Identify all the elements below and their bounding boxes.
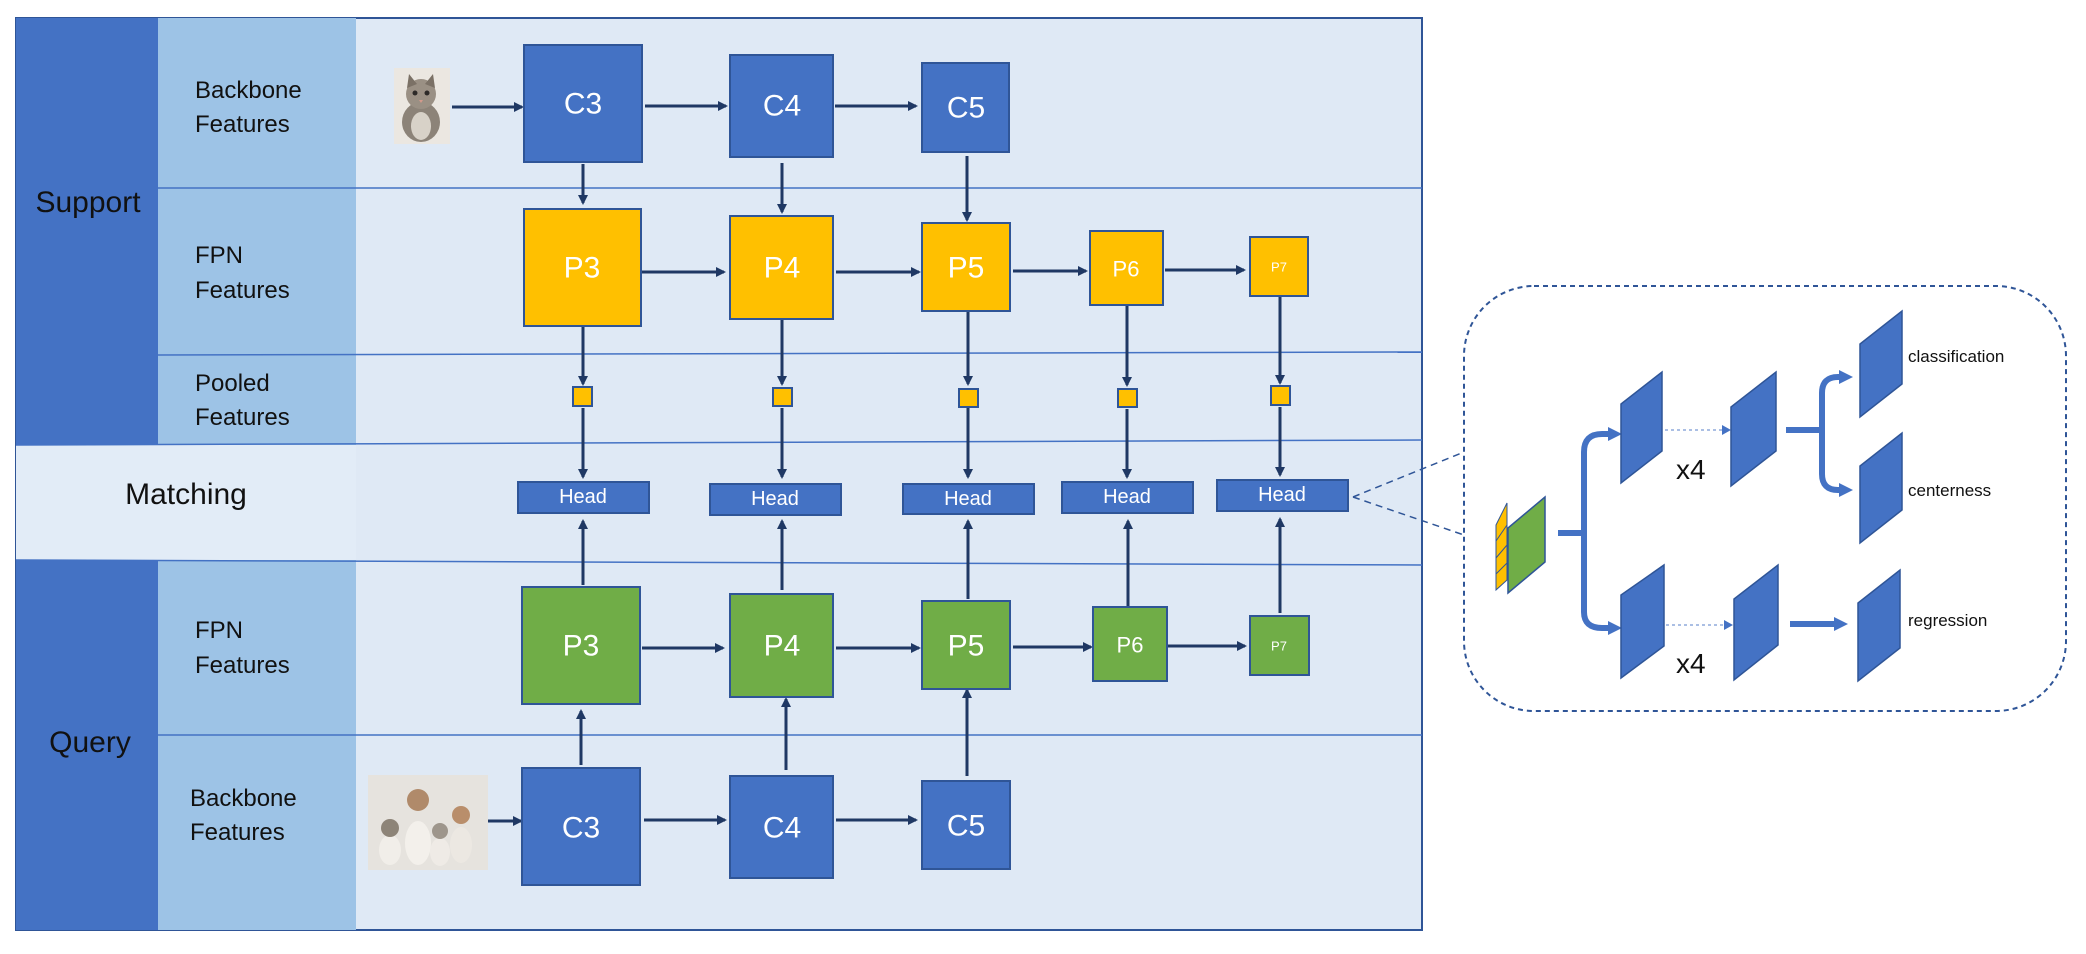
query-p6-box	[1092, 606, 1168, 682]
query-p5-label: P5	[948, 630, 985, 663]
query-p5-box	[921, 600, 1011, 690]
head-label-p7: Head	[1258, 484, 1306, 506]
query-p7-box	[1249, 615, 1310, 676]
output-regression-label: regression	[1908, 611, 1987, 630]
query-fpn-boxes: P3 P4 P5 P6 P7	[521, 586, 1310, 705]
support-c3-label: C3	[564, 88, 602, 121]
head-zoom-callout	[1352, 451, 1465, 536]
support-c5-label: C5	[947, 92, 985, 125]
pooled-label-1: Pooled	[195, 370, 270, 397]
support-c4-label: C4	[763, 90, 801, 123]
head-box-p6	[1061, 481, 1194, 514]
head-box-p5	[902, 483, 1035, 515]
query-p3-label: P3	[563, 630, 600, 663]
support-fpn-label-1: FPN	[195, 242, 243, 269]
support-p4-label: P4	[764, 252, 801, 285]
support-row-label-column	[158, 18, 356, 445]
support-p5-label: P5	[948, 252, 985, 285]
support-cat-image	[394, 68, 450, 144]
support-p4-box	[729, 215, 834, 320]
pooled-box	[958, 388, 979, 408]
support-section-label: Support	[35, 186, 141, 219]
support-p5-box	[921, 222, 1011, 312]
head-boxes: Head Head Head Head Head	[517, 479, 1349, 516]
head-box-p4	[709, 483, 842, 516]
support-p7-box	[1249, 236, 1309, 297]
query-backbone-label-1: Backbone	[190, 785, 297, 812]
support-p7-label: P7	[1271, 260, 1287, 275]
query-c4-label: C4	[763, 812, 801, 845]
support-p6-box	[1089, 230, 1164, 306]
query-fpn-label-2: Features	[195, 652, 290, 679]
query-c3-label: C3	[562, 812, 600, 845]
query-p4-box	[729, 593, 834, 698]
head-box-p7	[1216, 479, 1349, 512]
head-label-p4: Head	[751, 488, 799, 510]
pooled-box	[1270, 385, 1291, 406]
output-classification-label: classification	[1908, 347, 2004, 366]
query-row-label-column	[158, 560, 356, 930]
pooled-box	[772, 387, 793, 407]
query-p7-label: P7	[1271, 639, 1287, 654]
support-c4-box	[729, 54, 834, 158]
head-label-p6: Head	[1103, 486, 1151, 508]
support-c3-box	[523, 44, 643, 163]
query-c3-box	[521, 767, 641, 886]
pooled-feature-boxes	[572, 385, 1291, 408]
support-backbone-label-2: Features	[195, 111, 290, 138]
matching-section-label: Matching	[125, 478, 247, 511]
matching-row-band	[16, 445, 356, 560]
query-backbone-label-2: Features	[190, 819, 285, 846]
head-detail-internals	[1495, 309, 1903, 683]
row-separators	[15, 187, 1423, 736]
support-c5-box	[921, 62, 1010, 153]
support-p3-box	[523, 208, 642, 327]
head-label-p3: Head	[559, 486, 607, 508]
repeat-top-label: x4	[1676, 454, 1706, 485]
support-p6-label: P6	[1113, 257, 1140, 282]
connections	[452, 101, 1285, 826]
support-fpn-boxes: P3 P4 P5 P6 P7	[523, 208, 1309, 327]
query-fpn-label-1: FPN	[195, 617, 243, 644]
head-box-p3	[517, 481, 650, 514]
query-cats-image	[368, 775, 488, 870]
support-section-bar	[16, 18, 158, 445]
head-detail-panel	[1463, 285, 2067, 712]
pooled-box	[572, 386, 593, 407]
query-c5-label: C5	[947, 810, 985, 843]
support-p3-label: P3	[564, 252, 601, 285]
query-backbone-boxes: C3 C4 C5	[521, 767, 1011, 886]
query-p3-box	[521, 586, 641, 705]
input-feature-stack	[1495, 495, 1546, 595]
query-p6-label: P6	[1117, 633, 1144, 658]
head-label-p5: Head	[944, 488, 992, 510]
support-backbone-label-1: Backbone	[195, 77, 302, 104]
query-c4-box	[729, 775, 834, 879]
output-centerness-label: centerness	[1908, 481, 1991, 500]
query-section-label: Query	[49, 726, 131, 759]
support-fpn-label-2: Features	[195, 277, 290, 304]
repeat-bottom-label: x4	[1676, 648, 1706, 679]
support-backbone-boxes: C3 C4 C5	[523, 44, 1010, 163]
pooled-box	[1117, 388, 1138, 408]
query-section-bar	[16, 560, 158, 930]
query-p4-label: P4	[764, 630, 801, 663]
pooled-label-2: Features	[195, 404, 290, 431]
query-c5-box	[921, 780, 1011, 870]
